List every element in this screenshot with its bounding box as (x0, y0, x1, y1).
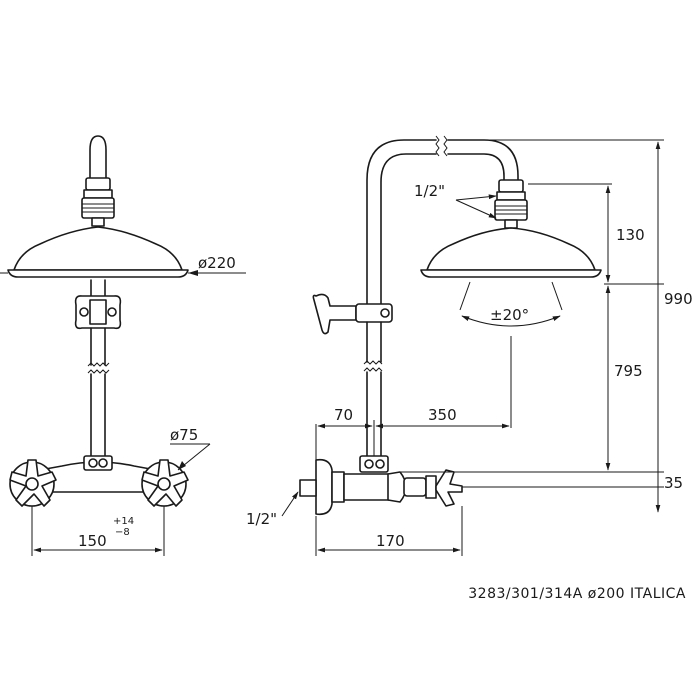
side-arm-inner (447, 153, 505, 181)
side-arm-outer (447, 139, 519, 181)
front-neck (91, 217, 105, 227)
centres-label: 150 (78, 532, 107, 550)
flange-diameter-label: ø75 (170, 426, 198, 444)
centres-tolerance-minus: −8 (115, 527, 130, 538)
side-slider (355, 303, 393, 323)
wall-offset-label: 70 (334, 406, 353, 424)
projection-label: 350 (428, 406, 457, 424)
side-inlet-pipe (299, 479, 317, 497)
side-wall-flange (315, 458, 333, 516)
side-column-outer (366, 139, 437, 311)
thread-top-label: 1/2" (414, 182, 445, 200)
front-view-dimensions: ø220 ø75 150 +14 −8 (0, 254, 246, 556)
inlet-height-label: 35 (664, 474, 683, 492)
thread-bottom-label: 1/2" (246, 510, 277, 528)
front-shower-head-dome (13, 226, 183, 271)
mixer-depth-label: 170 (376, 532, 405, 550)
front-top-nut (85, 177, 111, 191)
side-wall-bracket (312, 293, 357, 335)
front-swivel-ring (83, 189, 113, 199)
head-height-label: 130 (616, 226, 645, 244)
side-column-inner (380, 153, 437, 311)
front-shower-head-rim (7, 269, 189, 278)
centres-tolerance-plus: +14 (113, 516, 134, 527)
side-shower-head-rim (420, 269, 602, 278)
front-mixer-nut (83, 455, 113, 471)
side-view-dimensions: 1/2" 130 990 795 35 70 350 1/2" (246, 139, 693, 556)
front-arm-stub (89, 135, 107, 179)
product-code-caption: 3283/301/314A ø200 ITALICA (468, 586, 686, 602)
side-view: ±20° (299, 135, 602, 516)
tilt-label: ±20° (490, 306, 529, 324)
overall-height-label: 990 (664, 290, 693, 308)
head-diameter-label: ø220 (198, 254, 236, 272)
side-cross-handle (435, 469, 463, 507)
side-shower-head-dome (426, 227, 596, 271)
arm-height-label: 795 (614, 362, 643, 380)
front-view (7, 135, 189, 507)
tilt-arc (461, 315, 561, 327)
